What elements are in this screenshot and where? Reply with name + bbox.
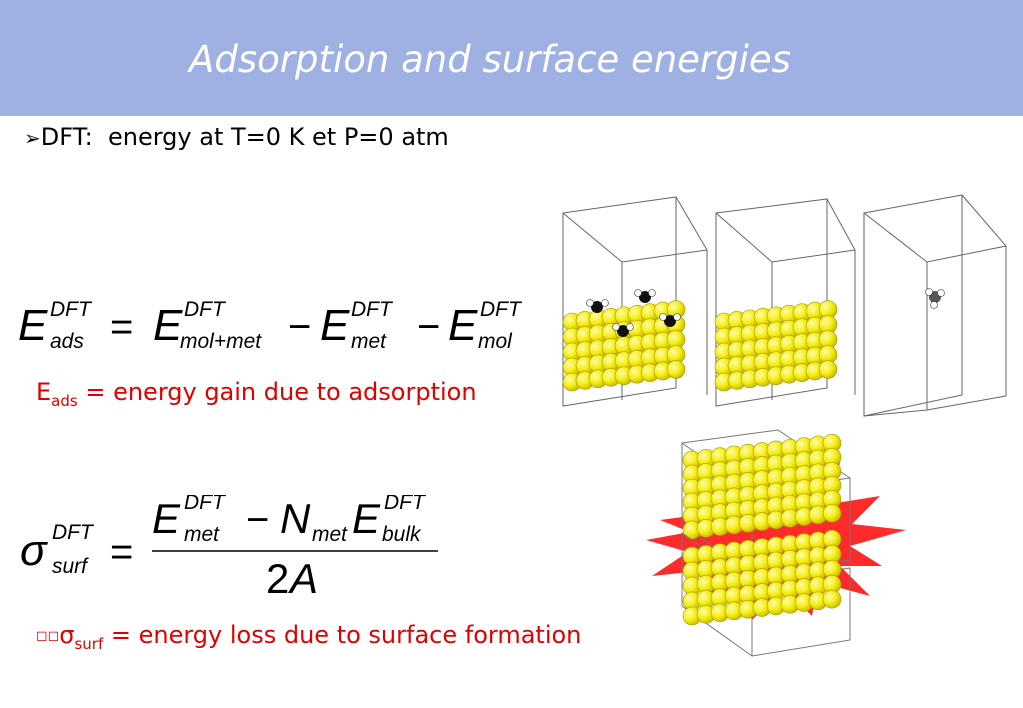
arrow-bullet-icon: ➢ [24,126,41,150]
eq2-num-e2-sub: bulk [382,523,422,546]
eq1-t1-sub: mol+met [180,330,262,353]
eq2-num-e1-sub: met [184,523,220,546]
eq1-t2-sub: met [351,330,387,353]
eq2-den-num: 2 [266,555,289,602]
metal-atom [822,503,842,523]
eq2-lhs-sigma: σ [20,526,48,575]
eq1-lhs-base: E [18,301,48,350]
eq1-t3-sub: mol [478,330,513,353]
note2-text: = energy loss due to surface formation [103,621,582,649]
eq1-t2-base: E [320,301,350,350]
upper-slab-atoms [682,433,842,540]
eq2-den-var: A [287,555,318,602]
supercell-molecule-illustration [863,194,1007,417]
title-bar [0,0,1023,116]
eq2-num-e1-sup: DFT [184,495,227,514]
adsorption-energy-equation: E DFT ads = E DFT mol+met − E DFT met − … [18,298,523,353]
eq1-lhs-sup: DFT [50,298,93,321]
surface-cleavage-illustration [646,429,906,657]
eq2-num-e2: E [352,495,381,542]
eq1-minus-1: − [288,305,311,349]
eq1-t2-sup: DFT [351,298,394,321]
note1-text: = energy gain due to adsorption [77,378,477,406]
eq2-lhs-sub: surf [52,555,89,578]
eq1-t3-sup: DFT [480,298,523,321]
isolated-molecule [925,288,945,309]
surface-note: ◻◻σsurf = energy loss due to surface for… [36,621,581,653]
surface-energy-equation: σ DFT surf = E DFT met − N met E DFT bul… [20,495,438,602]
eq2-equals: = [110,530,133,574]
adsorption-note: Eads = energy gain due to adsorption [36,378,477,410]
note2-sub: surf [74,634,104,653]
eq1-minus-2: − [417,305,440,349]
metal-atom [822,589,842,609]
eq1-t1-base: E [153,301,183,350]
note2-prefix: ◻◻ [36,628,60,644]
adsorbed-molecules [586,289,681,337]
eq1-t1-sup: DFT [184,298,227,321]
bullet-text: DFT: energy at T=0 K et P=0 atm [40,123,449,151]
metal-atom [818,360,838,379]
eq2-num-n: N [280,495,311,542]
note2-main: σ [59,621,75,649]
metal-slab-1 [562,300,686,392]
eq2-num-e2-sup: DFT [384,495,427,514]
eq2-lhs-sup: DFT [52,521,95,544]
slide-title: Adsorption and surface energies [189,38,791,81]
note1-sub: ads [51,391,78,410]
metal-slab-2 [714,300,838,392]
eq2-minus: − [246,498,269,542]
metal-atom [666,360,686,379]
eq2-num-e1: E [152,495,181,542]
eq2-num-n-sub: met [312,523,348,546]
bullet-dft: ➢DFT: energy at T=0 K et P=0 atm [24,123,449,151]
note1-main: E [36,378,52,406]
eq1-equals: = [110,305,133,349]
eq1-lhs-sub: ads [50,330,84,353]
lower-slab-atoms [682,529,842,626]
eq1-t3-base: E [448,301,478,350]
